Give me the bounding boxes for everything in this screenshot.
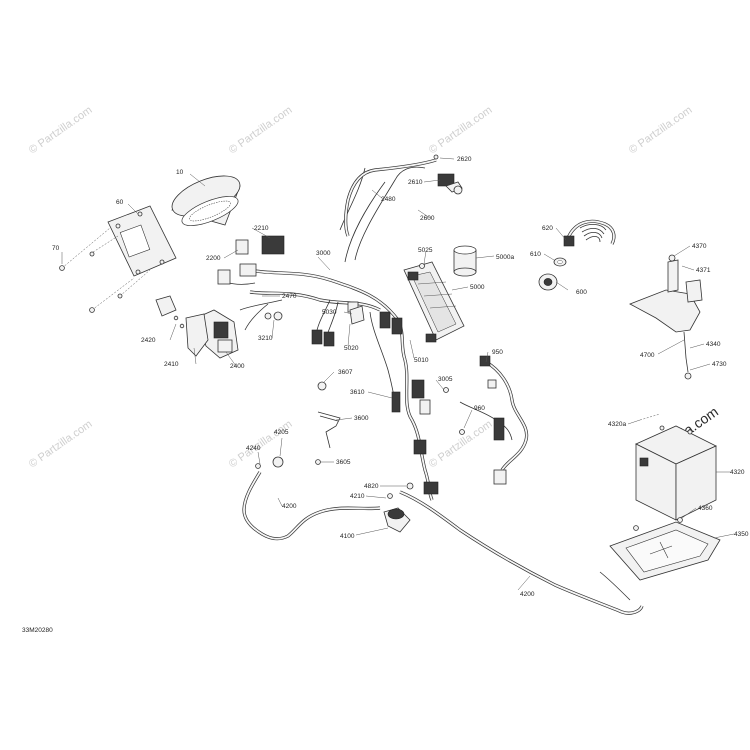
callout-4320a: 4320a xyxy=(608,421,626,428)
callout-2600: 2600 xyxy=(420,215,435,222)
part-4320-battery xyxy=(635,413,717,521)
leader-lines xyxy=(61,157,735,591)
watermark-layer: © Partzilla.com © Partzilla.com © Partzi… xyxy=(27,104,721,470)
callout-2210: 2210 xyxy=(254,225,269,232)
callout-4360: 4360 xyxy=(698,505,713,512)
callout-5030: 5030 xyxy=(322,309,337,316)
part-5000a-filter xyxy=(453,245,477,277)
part-610-grommet xyxy=(553,257,567,267)
callouts: 10 60 70 2210 2200 3000 2470 2420 2410 2… xyxy=(52,156,749,598)
part-4350-tray xyxy=(609,517,721,581)
callout-2470: 2470 xyxy=(282,293,297,300)
callout-960: 960 xyxy=(474,405,485,412)
part-10-cylinder xyxy=(171,175,241,226)
callout-2420: 2420 xyxy=(141,337,156,344)
callout-3607: 3607 xyxy=(338,369,353,376)
watermark: © Partzilla.com xyxy=(227,104,295,156)
callout-3000: 3000 xyxy=(316,250,331,257)
part-2600-cable xyxy=(344,158,437,237)
callout-4820: 4820 xyxy=(364,483,379,490)
callout-4370: 4370 xyxy=(692,243,707,250)
callout-4200-upper: 4200 xyxy=(282,503,297,510)
callout-60: 60 xyxy=(116,199,124,206)
callout-70: 70 xyxy=(52,245,60,252)
watermark: © Partzilla.com xyxy=(427,104,495,156)
callout-5000: 5000 xyxy=(470,284,485,291)
part-620-clamp xyxy=(563,219,616,247)
callout-2400: 2400 xyxy=(230,363,245,370)
callout-3605: 3605 xyxy=(336,459,351,466)
callout-620: 620 xyxy=(542,225,553,232)
watermark: © Partzilla.com xyxy=(627,104,695,156)
diagram-reference-code: 33M20280 xyxy=(22,627,53,634)
callout-4240: 4240 xyxy=(246,445,261,452)
callout-2200: 2200 xyxy=(206,255,221,262)
part-4100-solenoid xyxy=(383,482,414,533)
callout-2410: 2410 xyxy=(164,361,179,368)
callout-3005: 3005 xyxy=(438,376,453,383)
callout-5025: 5025 xyxy=(418,247,433,254)
callout-5020: 5020 xyxy=(344,345,359,352)
callout-2480: 2480 xyxy=(381,196,396,203)
callout-4210: 4210 xyxy=(350,493,365,500)
part-950-harness xyxy=(443,355,529,485)
part-2410-bracket xyxy=(155,295,209,357)
callout-4100: 4100 xyxy=(340,533,355,540)
bolt-70 xyxy=(59,265,65,271)
callout-5000a: 5000a xyxy=(496,254,514,261)
callout-3210: 3210 xyxy=(258,335,273,342)
harness-connectors xyxy=(217,235,439,495)
callout-3600: 3600 xyxy=(354,415,369,422)
callout-4205: 4205 xyxy=(274,429,289,436)
part-4700-bracket xyxy=(629,254,703,380)
part-4200-cable xyxy=(242,456,644,615)
callout-4350: 4350 xyxy=(734,531,749,538)
callout-4340: 4340 xyxy=(706,341,721,348)
callout-2620: 2620 xyxy=(457,156,472,163)
part-60-bracket xyxy=(107,205,177,277)
callout-600: 600 xyxy=(576,289,587,296)
callout-3610: 3610 xyxy=(350,389,365,396)
callout-610: 610 xyxy=(530,251,541,258)
callout-5010: 5010 xyxy=(414,357,429,364)
part-2610-relay xyxy=(433,154,463,195)
callout-4371: 4371 xyxy=(696,267,711,274)
watermark: © Partzilla.com xyxy=(27,418,95,470)
watermark: © Partzilla.com xyxy=(227,418,295,470)
callout-4700: 4700 xyxy=(640,352,655,359)
part-3600-strap xyxy=(315,381,341,465)
part-2400-switch xyxy=(195,309,239,359)
callout-4200-lower: 4200 xyxy=(520,591,535,598)
watermark: © Partzilla.com xyxy=(27,104,95,156)
part-5000-module xyxy=(403,261,465,343)
callout-4730: 4730 xyxy=(712,361,727,368)
callout-2610: 2610 xyxy=(408,179,423,186)
part-600-horn xyxy=(538,273,569,291)
watermark: © Partzilla.com xyxy=(427,418,495,470)
callout-10: 10 xyxy=(176,169,184,176)
callout-950: 950 xyxy=(492,349,503,356)
callout-4320: 4320 xyxy=(730,469,745,476)
